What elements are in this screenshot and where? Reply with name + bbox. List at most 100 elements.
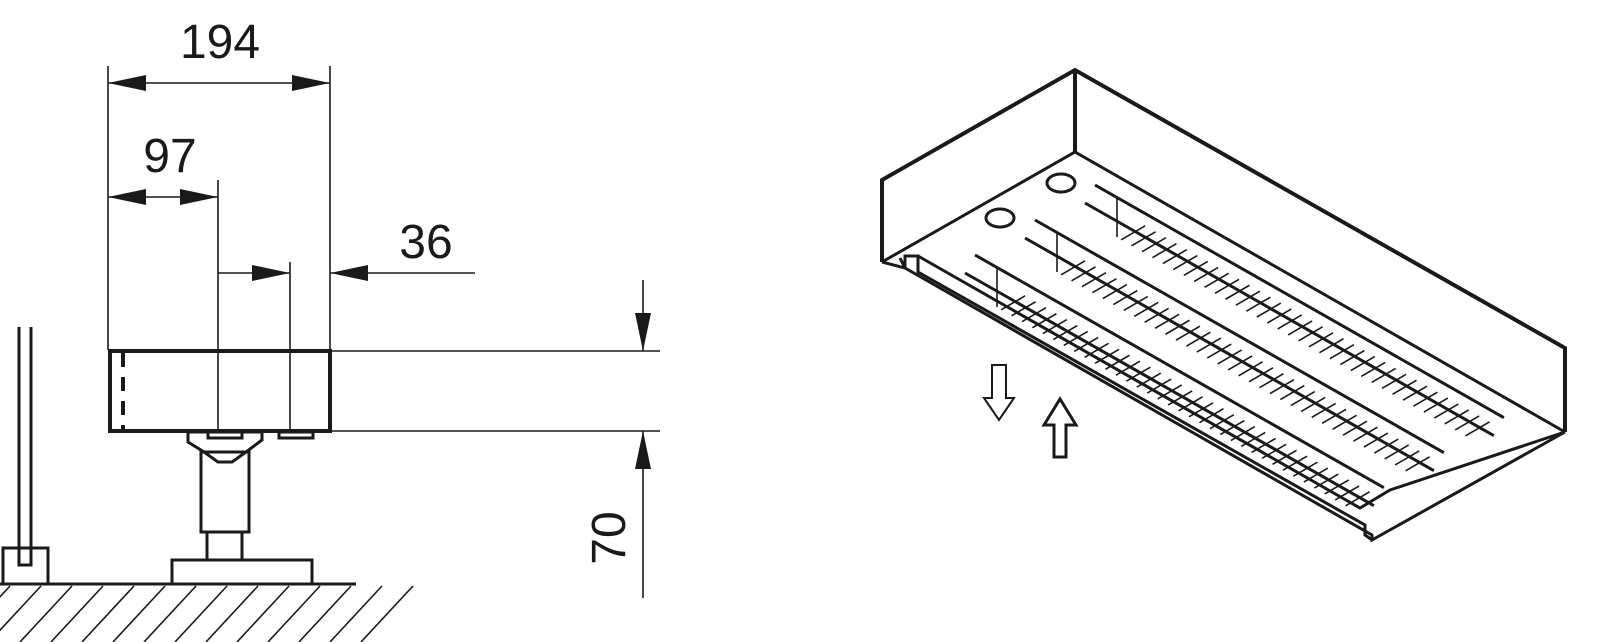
louver-fin: [1052, 324, 1078, 341]
louver-fin: [1060, 260, 1086, 276]
louver-fin: [1303, 467, 1329, 483]
louver-fin: [1217, 349, 1243, 365]
side-view: 194 97 36 70: [0, 16, 660, 642]
louver-fin: [1240, 431, 1266, 448]
fixing-stud-icon: [1045, 172, 1077, 194]
louver-fin: [1136, 372, 1162, 388]
louver-fin: [1293, 461, 1318, 477]
louver-fin: [1245, 296, 1271, 312]
louver-fin: [1144, 307, 1170, 324]
dimension-36: 36: [218, 216, 475, 432]
louver-fin: [1199, 408, 1224, 424]
louver-fin: [1011, 301, 1036, 317]
louver-fin: [1165, 319, 1190, 335]
floor-hatch-line: [112, 585, 166, 642]
louver-fin: [1225, 284, 1250, 300]
louver-fin: [1219, 419, 1245, 436]
louver-fin: [1133, 301, 1159, 318]
louver-fin: [1209, 413, 1235, 430]
louver-fin: [1423, 397, 1449, 413]
louver-fin: [1183, 260, 1209, 277]
pipe: [1, 327, 50, 586]
louver-fin: [1146, 378, 1172, 394]
floor-hatch-line: [267, 585, 321, 642]
floor-hatch-line: [143, 585, 197, 642]
floor-hatch-line: [19, 585, 73, 642]
louver-strip-edge: [1024, 236, 1435, 472]
louver-fin: [1032, 312, 1057, 329]
louver-fin: [1196, 337, 1222, 353]
louver-fin: [1073, 336, 1099, 353]
louver-fin: [1175, 325, 1201, 341]
radiator-foot: [170, 430, 315, 586]
louver-fin: [1287, 320, 1313, 336]
louver-fin: [1206, 343, 1232, 359]
louver-fin: [1319, 338, 1344, 354]
louver-fin: [1000, 295, 1026, 311]
louver-fin: [1405, 456, 1431, 472]
louver-fin: [1313, 473, 1339, 489]
louver-fin: [1279, 384, 1305, 401]
airflow-down-arrow-icon: [982, 364, 1016, 422]
louver-fin: [1373, 438, 1399, 454]
louver-fin: [1384, 444, 1410, 460]
louver-fin: [1071, 266, 1096, 282]
louver-fin: [1084, 342, 1110, 359]
floor-hatch-line: [236, 585, 290, 642]
louver-fin: [1131, 231, 1156, 247]
louver-fin: [1256, 302, 1282, 318]
louver-fin: [1266, 308, 1292, 324]
louver-strip-edge: [974, 253, 1385, 489]
dimension-label-97: 97: [143, 130, 196, 183]
louver-fin: [1162, 248, 1188, 265]
louver-fin: [1298, 326, 1323, 342]
louver-fin: [1342, 420, 1368, 436]
louver-fin: [1402, 385, 1428, 401]
louver-fin: [1157, 384, 1183, 400]
louver-fin: [1272, 449, 1297, 465]
louver-fin: [1381, 373, 1407, 390]
louver-fin: [1105, 354, 1130, 370]
dimension-70: 70: [330, 280, 660, 598]
floor-hatch-line: [360, 585, 414, 642]
louver-fin: [1227, 355, 1253, 371]
louver-fin: [1172, 254, 1198, 271]
louver-fin: [1152, 242, 1177, 259]
louver-fin: [1363, 432, 1389, 448]
louver-fin: [1311, 402, 1337, 419]
louver-fin: [1154, 313, 1180, 330]
louver-fin: [1334, 485, 1360, 501]
louver-fin: [1204, 272, 1230, 289]
louver-fin: [1277, 314, 1303, 330]
louver-fin: [1193, 266, 1219, 283]
louver-fin: [1167, 390, 1193, 406]
louver-fin: [1235, 290, 1261, 306]
radiator-body: [108, 349, 332, 433]
louver-fin: [1120, 225, 1146, 241]
louver-strip-edge: [1034, 218, 1445, 454]
louver-fin: [1251, 437, 1277, 454]
louver-strip-edge: [1094, 183, 1505, 419]
louver-fin: [1392, 379, 1417, 395]
louver-fin: [1444, 409, 1470, 425]
louver-fin: [1042, 318, 1068, 335]
louver-fin: [1394, 450, 1420, 466]
dimension-label-194: 194: [180, 16, 260, 69]
louver-fin: [1324, 479, 1350, 495]
louver-fin: [1350, 355, 1376, 372]
louver-fin: [1123, 295, 1149, 312]
louver-fin: [1021, 307, 1047, 323]
louver-fin: [1371, 367, 1397, 384]
louver-fin: [1092, 277, 1117, 294]
louver-fin: [1433, 403, 1459, 419]
fixing-stud-icon: [984, 207, 1016, 229]
louver-fin: [1112, 289, 1138, 306]
floor-hatch-line: [174, 585, 228, 642]
louver-fin: [1141, 237, 1167, 253]
louver-fin: [1290, 390, 1316, 407]
louver-fin: [1238, 361, 1263, 377]
louver-fin: [1214, 278, 1240, 295]
floor-hatch-line: [50, 585, 104, 642]
airflow-up-arrow-icon: [1041, 396, 1079, 459]
